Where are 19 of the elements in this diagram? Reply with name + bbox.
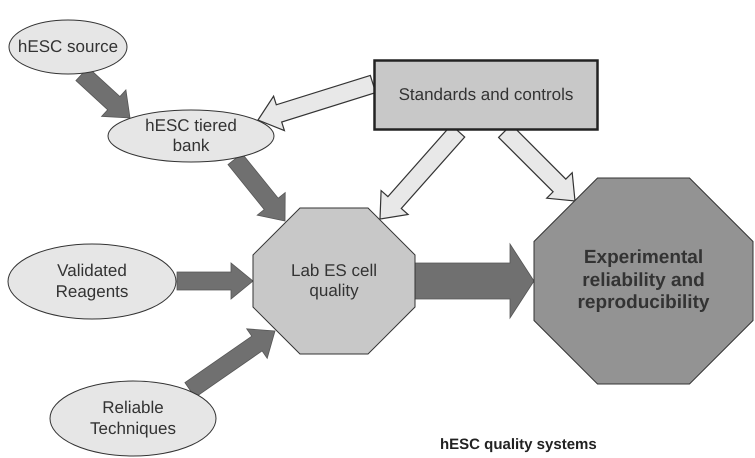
caption: hESC quality systems (440, 436, 597, 453)
node-text: Validated Reagents (54, 261, 130, 302)
block-arrow (257, 74, 376, 132)
block-arrow (176, 262, 254, 300)
node-text: Standards and controls (398, 84, 574, 106)
heading-text: Experimental reliability and reproducibility (576, 246, 710, 316)
ellipse-node (7, 243, 177, 320)
node-text: Reliable Techniques (88, 398, 177, 439)
octagon-node (534, 178, 753, 384)
node-text: hESC source (18, 36, 118, 58)
ellipse-node (107, 109, 275, 163)
ellipse-node (8, 19, 128, 75)
octagon-node (253, 208, 415, 354)
node-text: Lab ES cell quality (290, 260, 378, 302)
node-text: hESC tiered bank (144, 116, 238, 156)
block-arrow (184, 328, 276, 398)
process-box (373, 59, 599, 131)
block-arrow (414, 242, 534, 320)
ellipse-node (49, 380, 217, 457)
